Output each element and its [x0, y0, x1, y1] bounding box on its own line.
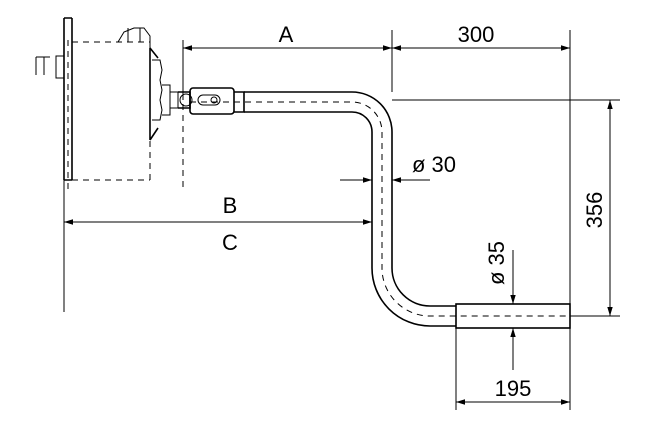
dimension-labels: A 300 B C ø 30 ø 35 195 356 [222, 22, 607, 401]
label-dia-30: ø 30 [412, 152, 456, 177]
label-195: 195 [495, 376, 532, 401]
tube-outer-edge [244, 91, 456, 307]
label-356: 356 [582, 192, 607, 229]
label-b: B [223, 193, 238, 218]
gearbox-housing [149, 47, 159, 141]
eye-coupling [189, 87, 235, 115]
dimension-lines [64, 45, 613, 405]
label-c: C [222, 230, 238, 255]
tube-end-collar [234, 91, 245, 113]
tube-centre-line [190, 101, 600, 317]
label-dia-35: ø 35 [484, 241, 509, 285]
tube-inner-edge [244, 111, 456, 327]
side-clip [55, 55, 65, 79]
extension-lines [63, 30, 620, 410]
clip-marks [35, 56, 50, 75]
wall-plate [63, 17, 73, 181]
top-latch [117, 27, 151, 43]
crank-tube [190, 91, 600, 329]
label-a: A [279, 22, 294, 47]
label-300: 300 [458, 22, 495, 47]
box-hidden-outline [72, 41, 151, 181]
mounting-assembly [35, 17, 245, 190]
